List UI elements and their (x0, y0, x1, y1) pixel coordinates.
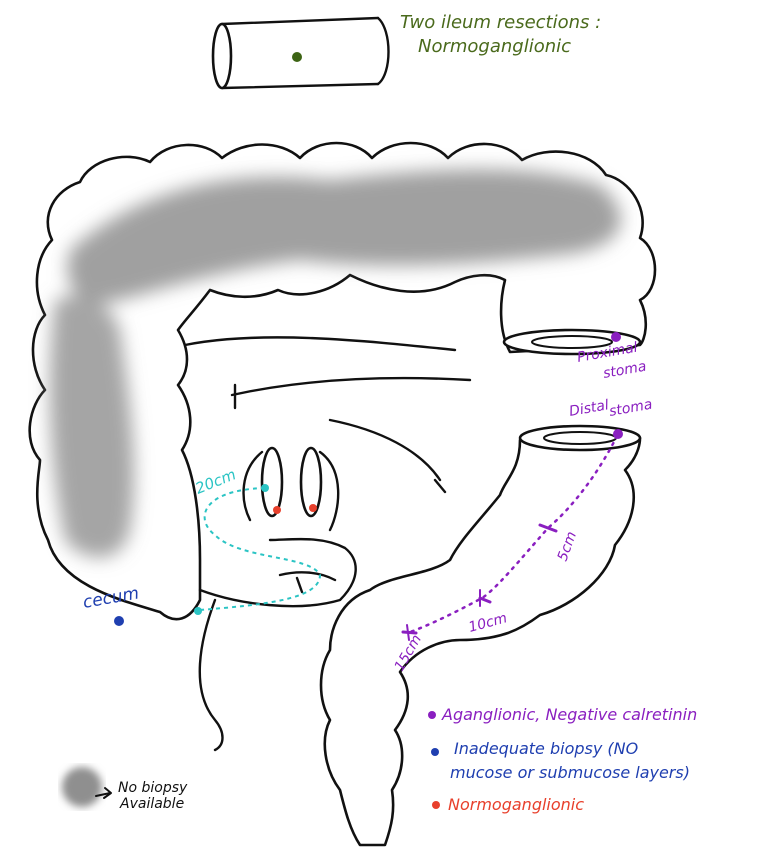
teal-biopsy-dot-bottom (194, 607, 202, 615)
header-note-line2: Normoganglionic (418, 36, 571, 57)
legend-no-biopsy-line2: Available (119, 796, 184, 812)
no-biopsy-shading (49, 169, 621, 558)
legend-aganglionic-text: Aganglionic, Negative calretinin (441, 705, 697, 724)
legend-no-biopsy-swatch (62, 767, 102, 807)
cut-segment-right (299, 446, 323, 518)
legend-inadequate-dot (431, 748, 439, 756)
legend-normoganglionic-text: Normoganglionic (448, 795, 584, 814)
legend-inadequate-text-line2: mucose or submucose layers) (450, 763, 690, 782)
label-distal-line2: stoma (608, 397, 654, 420)
proximal-stoma (502, 328, 642, 356)
normoganglionic-dot-right (309, 504, 317, 512)
cut-segment-left (260, 446, 284, 518)
aganglionic-dot-proximal-stoma (611, 332, 621, 342)
inadequate-biopsy-dot-cecum (114, 616, 124, 626)
legend-no-biopsy-line1: No biopsy (118, 780, 188, 796)
label-proximal-line2: stoma (602, 359, 648, 382)
legend: Aganglionic, Negative calretinin Inadequ… (62, 705, 697, 814)
small-intestine (183, 336, 472, 752)
label-distal-line1: Distal (568, 397, 610, 420)
right-arrow-icon (95, 787, 112, 799)
normoganglionic-dot-left (273, 506, 281, 514)
purple-biopsy-path (401, 332, 623, 641)
teal-biopsy-dot-top (261, 484, 269, 492)
legend-normoganglionic-dot (432, 801, 440, 809)
large-intestine (28, 141, 657, 847)
legend-aganglionic-dot (428, 711, 436, 719)
distal-stoma (518, 424, 642, 452)
normoganglionic-ileum-dot (292, 52, 302, 62)
legend-inadequate-text-line1: Inadequate biopsy (NO (454, 739, 638, 758)
ileum-resection-segment (211, 16, 390, 90)
teal-20cm-path (194, 484, 322, 615)
aganglionic-dot-distal-stoma (613, 429, 623, 439)
header-note-line1: Two ileum resections : (400, 12, 601, 33)
